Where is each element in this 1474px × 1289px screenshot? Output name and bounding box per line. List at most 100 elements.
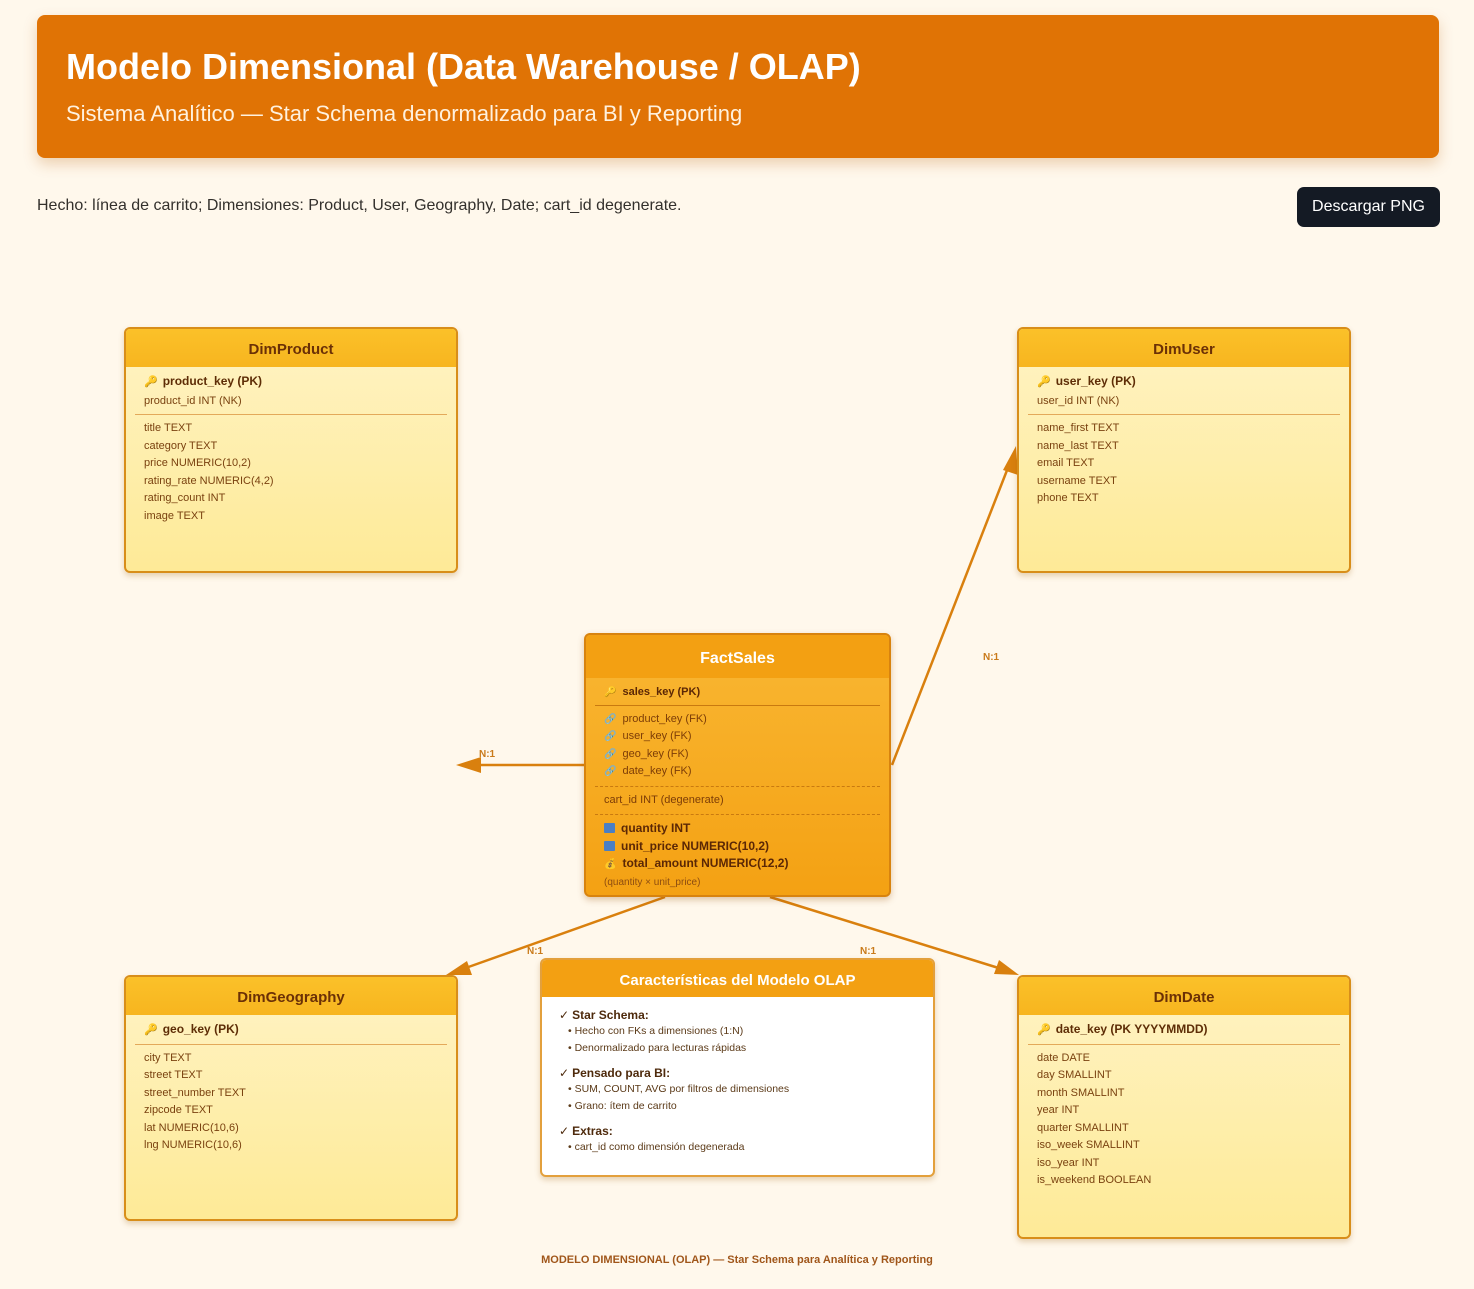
fact-sales-note: (quantity × unit_price) [604,876,701,888]
feature-item: • cart_id como dimensión degenerada [568,1141,745,1153]
fact-sales-pk: 🔑sales_key (PK) [604,686,701,698]
dim-user-nk: user_id INT (NK) [1037,394,1120,407]
feature-item: • Grano: ítem de carrito [568,1099,677,1112]
label-product-cardinality: N:1 [479,749,496,760]
dim-product-table: DimProduct 🔑product_key (PK) product_id … [124,327,458,573]
dim-date-title: DimDate [1019,977,1349,1015]
dim-user-attr: name_first TEXT [1037,422,1120,434]
fact-sales-measure: 💰total_amount NUMERIC(12,2) [604,856,789,870]
label-user-cardinality: N:1 [983,652,1000,663]
key-icon: 🔑 [604,687,617,698]
dim-date-attr: date DATE [1037,1051,1090,1064]
dim-geography-attr: lng NUMERIC(10,6) [144,1139,242,1151]
divider [1028,1043,1340,1045]
dim-product-title: DimProduct [126,329,456,367]
dim-date-pk: 🔑date_key (PK YYYYMMDD) [1037,1022,1208,1036]
arrowhead-geography [446,961,472,975]
dim-product-nk: product_id INT (NK) [144,394,242,407]
feature-section-title: ✓Extras: [559,1124,613,1138]
link-icon: 🔗 [604,748,617,760]
feature-section-title: ✓Star Schema: [559,1008,649,1022]
feature-item: • Hecho con FKs a dimensiones (1:N) [568,1025,744,1037]
divider [595,785,880,787]
dim-date-attr: iso_year INT [1037,1156,1100,1169]
key-icon: 🔑 [144,1024,158,1036]
check-icon: ✓ [559,1124,570,1138]
arrowhead-date [994,960,1019,975]
dim-user-attr: email TEXT [1037,457,1095,469]
key-icon: 🔑 [1037,1024,1051,1036]
fact-sales-fk: 🔗geo_key (FK) [604,747,689,760]
diagram-footer: MODELO DIMENSIONAL (OLAP) — Star Schema … [541,1254,933,1266]
download-png-button[interactable]: Descargar PNG [1297,187,1440,227]
feature-section-title: ✓Pensado para BI: [559,1066,671,1080]
dim-product-attr: rating_rate NUMERIC(4,2) [144,474,274,487]
page-subtitle: Sistema Analítico — Star Schema denormal… [66,101,743,126]
dim-geography-attr: zipcode TEXT [144,1104,213,1116]
feature-item: • SUM, COUNT, AVG por filtros de dimensi… [568,1083,790,1095]
dim-product-attr: title TEXT [144,422,193,434]
dim-user-pk: 🔑user_key (PK) [1037,374,1136,388]
dim-date-attr: day SMALLINT [1037,1069,1112,1081]
dim-product-attr: image TEXT [144,509,205,522]
dim-geography-attr: street TEXT [144,1069,203,1081]
dim-geography-pk: 🔑geo_key (PK) [144,1022,239,1036]
divider [1028,414,1340,415]
feature-section: ✓Pensado para BI: • SUM, COUNT, AVG por … [559,1065,916,1114]
divider [135,1043,447,1045]
dim-geography-title: DimGeography [126,977,456,1015]
dim-user-table: DimUser 🔑user_key (PK) user_id INT (NK) … [1017,327,1351,573]
connector-date [769,895,1006,972]
link-icon: 🔗 [604,766,617,777]
arrowhead-product [456,757,481,773]
connector-user [890,459,1013,766]
dim-geography-table: DimGeography 🔑geo_key (PK) city TEXT str… [124,975,458,1221]
dim-user-attr: name_last TEXT [1037,439,1119,452]
dim-user-attr: phone TEXT [1037,492,1099,504]
diagram-description: Hecho: línea de carrito; Dimensiones: Pr… [37,197,682,214]
dim-date-attr: is_weekend BOOLEAN [1037,1174,1152,1186]
dim-user-attr: username TEXT [1037,474,1117,487]
connector-geography [459,895,666,972]
olap-features-box: Características del Modelo OLAP ✓Star Sc… [540,958,935,1177]
divider [135,414,447,415]
check-icon: ✓ [559,1008,570,1022]
fact-sales-title: FactSales [586,635,889,678]
divider [595,814,880,815]
key-icon: 🔑 [144,376,158,388]
fact-sales-fk: 🔗user_key (FK) [604,730,692,742]
label-date-cardinality: N:1 [860,946,877,957]
divider [595,704,880,706]
dim-product-attr: category TEXT [144,439,218,452]
dim-date-attr: quarter SMALLINT [1037,1121,1129,1134]
dim-date-attr: year INT [1037,1104,1080,1116]
dim-user-title: DimUser [1019,329,1349,367]
check-icon: ✓ [559,1066,570,1080]
page-header: Modelo Dimensional (Data Warehouse / OLA… [37,15,1439,158]
page-title: Modelo Dimensional (Data Warehouse / OLA… [66,46,861,87]
bar-chart-icon [604,823,615,833]
fact-sales-measure: quantity INT [595,820,880,838]
feature-section: ✓Extras: • cart_id como dimensión degene… [559,1123,916,1156]
link-icon: 🔗 [604,731,617,742]
dim-product-attr: price NUMERIC(10,2) [144,457,251,469]
dim-date-attr: month SMALLINT [1037,1086,1125,1099]
dim-geography-attr: city TEXT [144,1051,192,1064]
feature-item: • Denormalizado para lecturas rápidas [568,1041,747,1054]
arrowhead-user [1003,446,1018,475]
link-icon: 🔗 [604,713,617,725]
dim-geography-attr: lat NUMERIC(10,6) [144,1121,239,1134]
fact-sales-fk: 🔗product_key (FK) [604,712,707,725]
dim-geography-attr: street_number TEXT [144,1086,246,1099]
feature-section: ✓Star Schema: • Hecho con FKs a dimensio… [559,1007,916,1056]
fact-sales-table: FactSales 🔑sales_key (PK) 🔗product_key (… [584,633,891,897]
fact-sales-degenerate: cart_id INT (degenerate) [604,793,724,806]
money-icon: 💰 [604,859,617,870]
label-geography-cardinality: N:1 [527,946,544,957]
bar-chart-icon [604,840,615,851]
fact-sales-measure: unit_price NUMERIC(10,2) [595,838,880,856]
dim-product-pk: 🔑product_key (PK) [144,374,263,388]
key-icon: 🔑 [1037,376,1051,388]
dim-product-attr: rating_count INT [144,492,226,504]
